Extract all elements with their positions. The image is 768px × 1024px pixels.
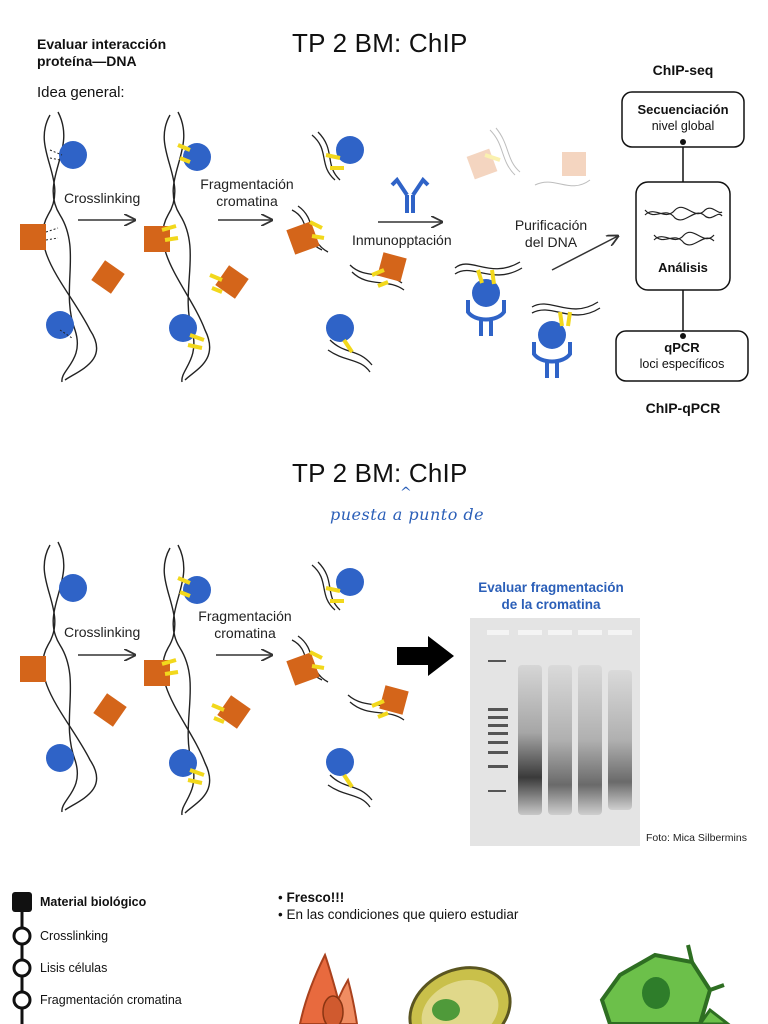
label-inmunopptacion: Inmunopptación [352, 232, 452, 248]
analisis-label: Análisis [658, 260, 708, 275]
protein-blue-1a [59, 141, 87, 169]
box-qpcr [615, 330, 749, 382]
mid-frag-line2: cromatina [214, 625, 276, 641]
loci-label: loci específicos [639, 357, 725, 371]
qpcr-label: qPCR [664, 340, 700, 355]
gel-title-line2: de la cromatina [501, 597, 601, 612]
protein-orange-1b [91, 260, 125, 294]
nivel-global-label: nivel global [651, 119, 715, 133]
subtitle-line2: proteína—DNA [37, 53, 137, 69]
cell-fibroblast-icon [298, 952, 359, 1024]
label-chipseq: ChIP-seq [652, 62, 714, 78]
frag-line2: cromatina [216, 193, 278, 209]
cell-plant-icon [408, 966, 512, 1024]
protein-blue-1b [46, 311, 74, 339]
box-qpcr-text: qPCR loci específicos [616, 340, 748, 372]
purif-line2: del DNA [524, 234, 578, 250]
label-chipqpcr: ChIP-qPCR [645, 400, 721, 416]
ip-complex-2 [531, 301, 601, 378]
bullet-item: • Fresco!!! [278, 890, 345, 905]
timeline-item-material: Material biológico [40, 895, 147, 909]
protein-orange-1a [20, 224, 46, 250]
big-arrow-icon [397, 636, 454, 676]
label-crosslinking-top: Crosslinking [64, 190, 141, 206]
subtitle-line1: Evaluar interacción [37, 36, 167, 52]
bullet-fresco: Fresco!!! [286, 890, 345, 905]
analysis-dna-icon [644, 206, 723, 246]
ladder-bands [488, 660, 508, 792]
bullet-item: • En las condiciones que quiero estudiar [278, 907, 519, 922]
washed-fragments [466, 127, 591, 187]
gel-title-line1: Evaluar fragmentación [478, 580, 624, 595]
dna-strand-1 [42, 111, 98, 383]
timeline-graphic [12, 892, 32, 1024]
idea-label: Idea general: [37, 84, 125, 101]
annotation-puesta-a-punto: puesta a punto de [330, 505, 485, 524]
gel-title: Evaluar fragmentación de la cromatina [470, 579, 632, 613]
top-title: TP 2 BM: ChIP [292, 28, 468, 58]
label-crosslinking-mid: Crosslinking [64, 624, 141, 640]
timeline-item-lisis: Lisis células [40, 961, 108, 975]
label-purificacion: Purificación del DNA [503, 217, 599, 251]
frag-line1: Fragmentación [200, 176, 294, 192]
cell-green-icon [599, 944, 731, 1024]
top-subtitle: Evaluar interacción proteína—DNA [37, 36, 166, 70]
label-fragmentacion-mid: Fragmentación cromatina [190, 608, 300, 642]
dna-strand-2 [162, 111, 211, 383]
gel-image [470, 618, 640, 846]
caret-mark: ^ [400, 485, 413, 501]
timeline-item-crosslinking: Crosslinking [40, 929, 109, 943]
purif-line1: Purificación [514, 217, 588, 233]
box-secuenciacion-text: Secuenciación nivel global [622, 102, 744, 134]
ip-complex-1 [454, 261, 523, 336]
label-fragmentacion-top: Fragmentación cromatina [192, 176, 302, 210]
bullet-condiciones: En las condiciones que quiero estudiar [286, 907, 519, 922]
bullet-list: • Fresco!!! • En las condiciones que qui… [278, 890, 518, 922]
secuenciacion-label: Secuenciación [637, 102, 729, 117]
crosslinks-2 [161, 143, 223, 350]
timeline-item-fragmentacion: Fragmentación cromatina [40, 993, 182, 1007]
photo-credit: Foto: Mica Silbermins [646, 832, 747, 844]
antibody-icon [390, 176, 430, 213]
middle-title: TP 2 BM: ChIP [292, 458, 468, 488]
mid-frag-line1: Fragmentación [198, 608, 292, 624]
